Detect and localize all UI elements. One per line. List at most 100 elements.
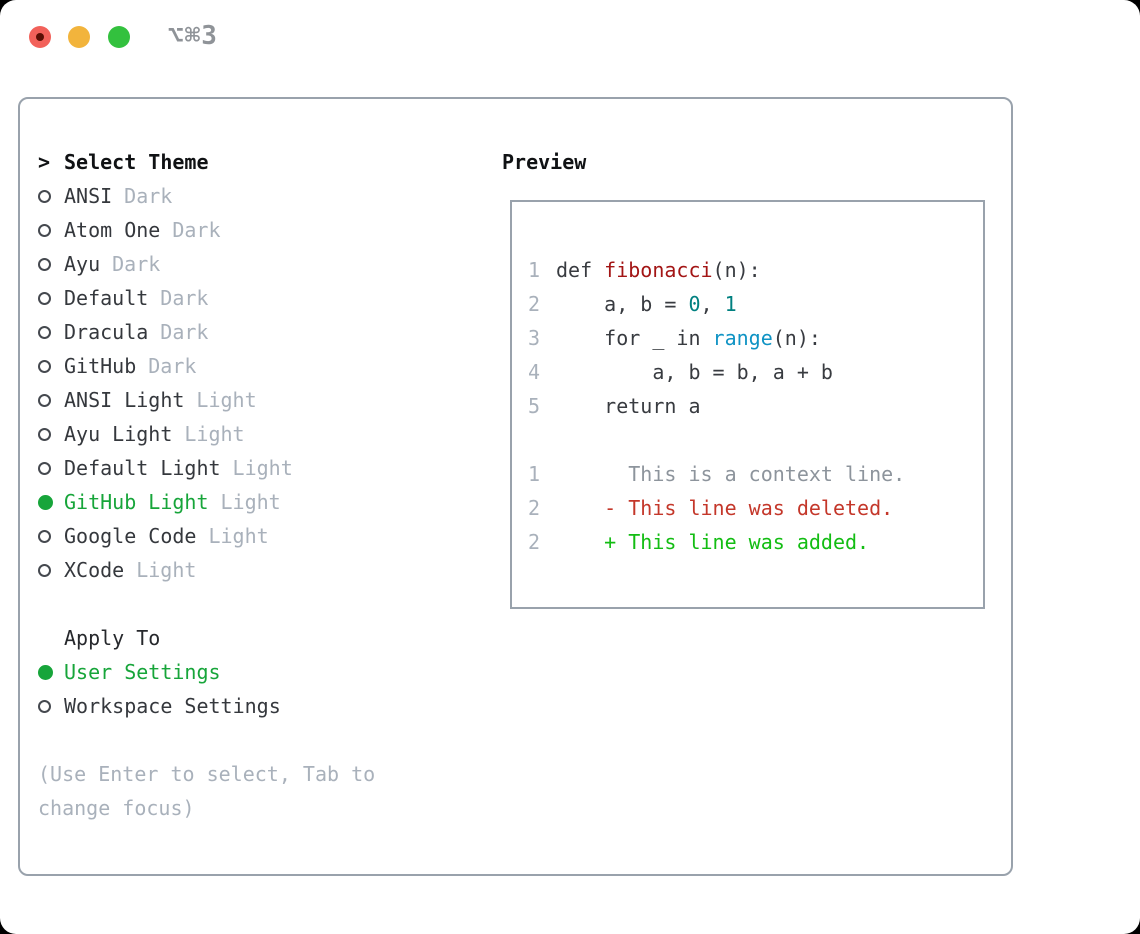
code-token: a, b = [556, 292, 689, 316]
apply-to-title: Apply To [64, 626, 161, 650]
option-label: User Settings [64, 660, 221, 684]
theme-item[interactable]: Google Code Light [38, 519, 478, 553]
code-token: def [556, 258, 605, 282]
code-line: 3 for _ in range(n): [528, 321, 983, 355]
line-number: 4 [528, 360, 541, 384]
code-text: a, b = 0, 1 [556, 292, 737, 316]
option-label: Ayu Light [64, 422, 173, 446]
window-titlebar: ⌥⌘3 [0, 0, 1140, 75]
code-text: def fibonacci(n): [556, 258, 761, 282]
code-line: 2 a, b = 0, 1 [528, 287, 983, 321]
code-token: (n): [712, 258, 761, 282]
code-token: , [700, 292, 725, 316]
line-number: 3 [528, 326, 541, 350]
theme-variant: Dark [172, 218, 221, 242]
option-label: Workspace Settings [64, 694, 281, 718]
theme-item[interactable]: Ayu Dark [38, 247, 478, 281]
option-label: XCode [64, 558, 125, 582]
radio-icon [38, 563, 64, 577]
option-label: ANSI [64, 184, 113, 208]
theme-item[interactable]: Default Light Light [38, 451, 478, 485]
maximize-button[interactable] [108, 26, 130, 48]
select-theme-title: Select Theme [64, 150, 209, 174]
option-label: Default Light [64, 456, 221, 480]
theme-variant: Light [208, 524, 269, 548]
code-line: 5 return a [528, 389, 983, 423]
code-token: for _ in [556, 326, 713, 350]
code-token: a, b = b, a + b [556, 360, 833, 384]
close-dot-icon [36, 33, 44, 41]
theme-item[interactable]: Atom One Dark [38, 213, 478, 247]
theme-item[interactable]: GitHub Light Light [38, 485, 478, 519]
option-label: GitHub Light [64, 490, 209, 514]
option-label: Google Code [64, 524, 197, 548]
code-token: 1 [724, 292, 737, 316]
theme-item[interactable]: Ayu Light Light [38, 417, 478, 451]
option-label: GitHub [64, 354, 137, 378]
radio-icon [38, 393, 64, 407]
code-line: 1 This is a context line. [528, 457, 983, 491]
code-text: return a [556, 394, 700, 418]
prompt-icon: > [38, 150, 51, 174]
code-token: (n): [772, 326, 821, 350]
radio-icon [38, 529, 64, 543]
code-token: 0 [688, 292, 701, 316]
close-button[interactable] [29, 26, 51, 48]
apply-option[interactable]: User Settings [38, 655, 478, 689]
theme-item[interactable]: Dracula Dark [38, 315, 478, 349]
radio-icon [38, 291, 64, 305]
theme-item[interactable]: XCode Light [38, 553, 478, 587]
radio-selected-icon [38, 494, 64, 510]
theme-variant: Dark [148, 354, 197, 378]
line-number: 1 [528, 462, 541, 486]
line-number: 2 [528, 530, 541, 554]
theme-variant: Light [232, 456, 293, 480]
code-text: for _ in range(n): [556, 326, 821, 350]
code-token: This is a context line. [556, 462, 906, 486]
radio-icon [38, 699, 64, 713]
theme-variant: Light [136, 558, 197, 582]
theme-variant: Dark [112, 252, 161, 276]
theme-item[interactable]: GitHub Dark [38, 349, 478, 383]
radio-icon [38, 359, 64, 373]
apply-option[interactable]: Workspace Settings [38, 689, 478, 723]
code-line: 2 + This line was added. [528, 525, 983, 559]
option-label: Ayu [64, 252, 101, 276]
code-token: range [712, 326, 773, 350]
code-text: + This line was added. [556, 530, 869, 554]
code-text: a, b = b, a + b [556, 360, 833, 384]
radio-icon [38, 257, 64, 271]
theme-variant: Light [220, 490, 281, 514]
diff-block: 1 This is a context line.2 - This line w… [528, 457, 983, 559]
minimize-button[interactable] [68, 26, 90, 48]
select-theme-header: > Select Theme [38, 145, 478, 179]
radio-selected-icon [38, 664, 64, 680]
theme-variant: Light [184, 422, 245, 446]
line-number: 2 [528, 496, 541, 520]
hint-text: (Use Enter to select, Tab to change focu… [38, 762, 376, 820]
code-token: fibonacci [604, 258, 713, 282]
apply-to-header: Apply To [38, 621, 478, 655]
option-label: Default [64, 286, 149, 310]
option-label: Atom One [64, 218, 161, 242]
line-number: 5 [528, 394, 541, 418]
radio-icon [38, 325, 64, 339]
theme-variant: Dark [160, 320, 209, 344]
line-number: 2 [528, 292, 541, 316]
radio-icon [38, 461, 64, 475]
radio-icon [38, 427, 64, 441]
option-label: Dracula [64, 320, 149, 344]
code-text: This is a context line. [556, 462, 905, 486]
code-line: 2 - This line was deleted. [528, 491, 983, 525]
